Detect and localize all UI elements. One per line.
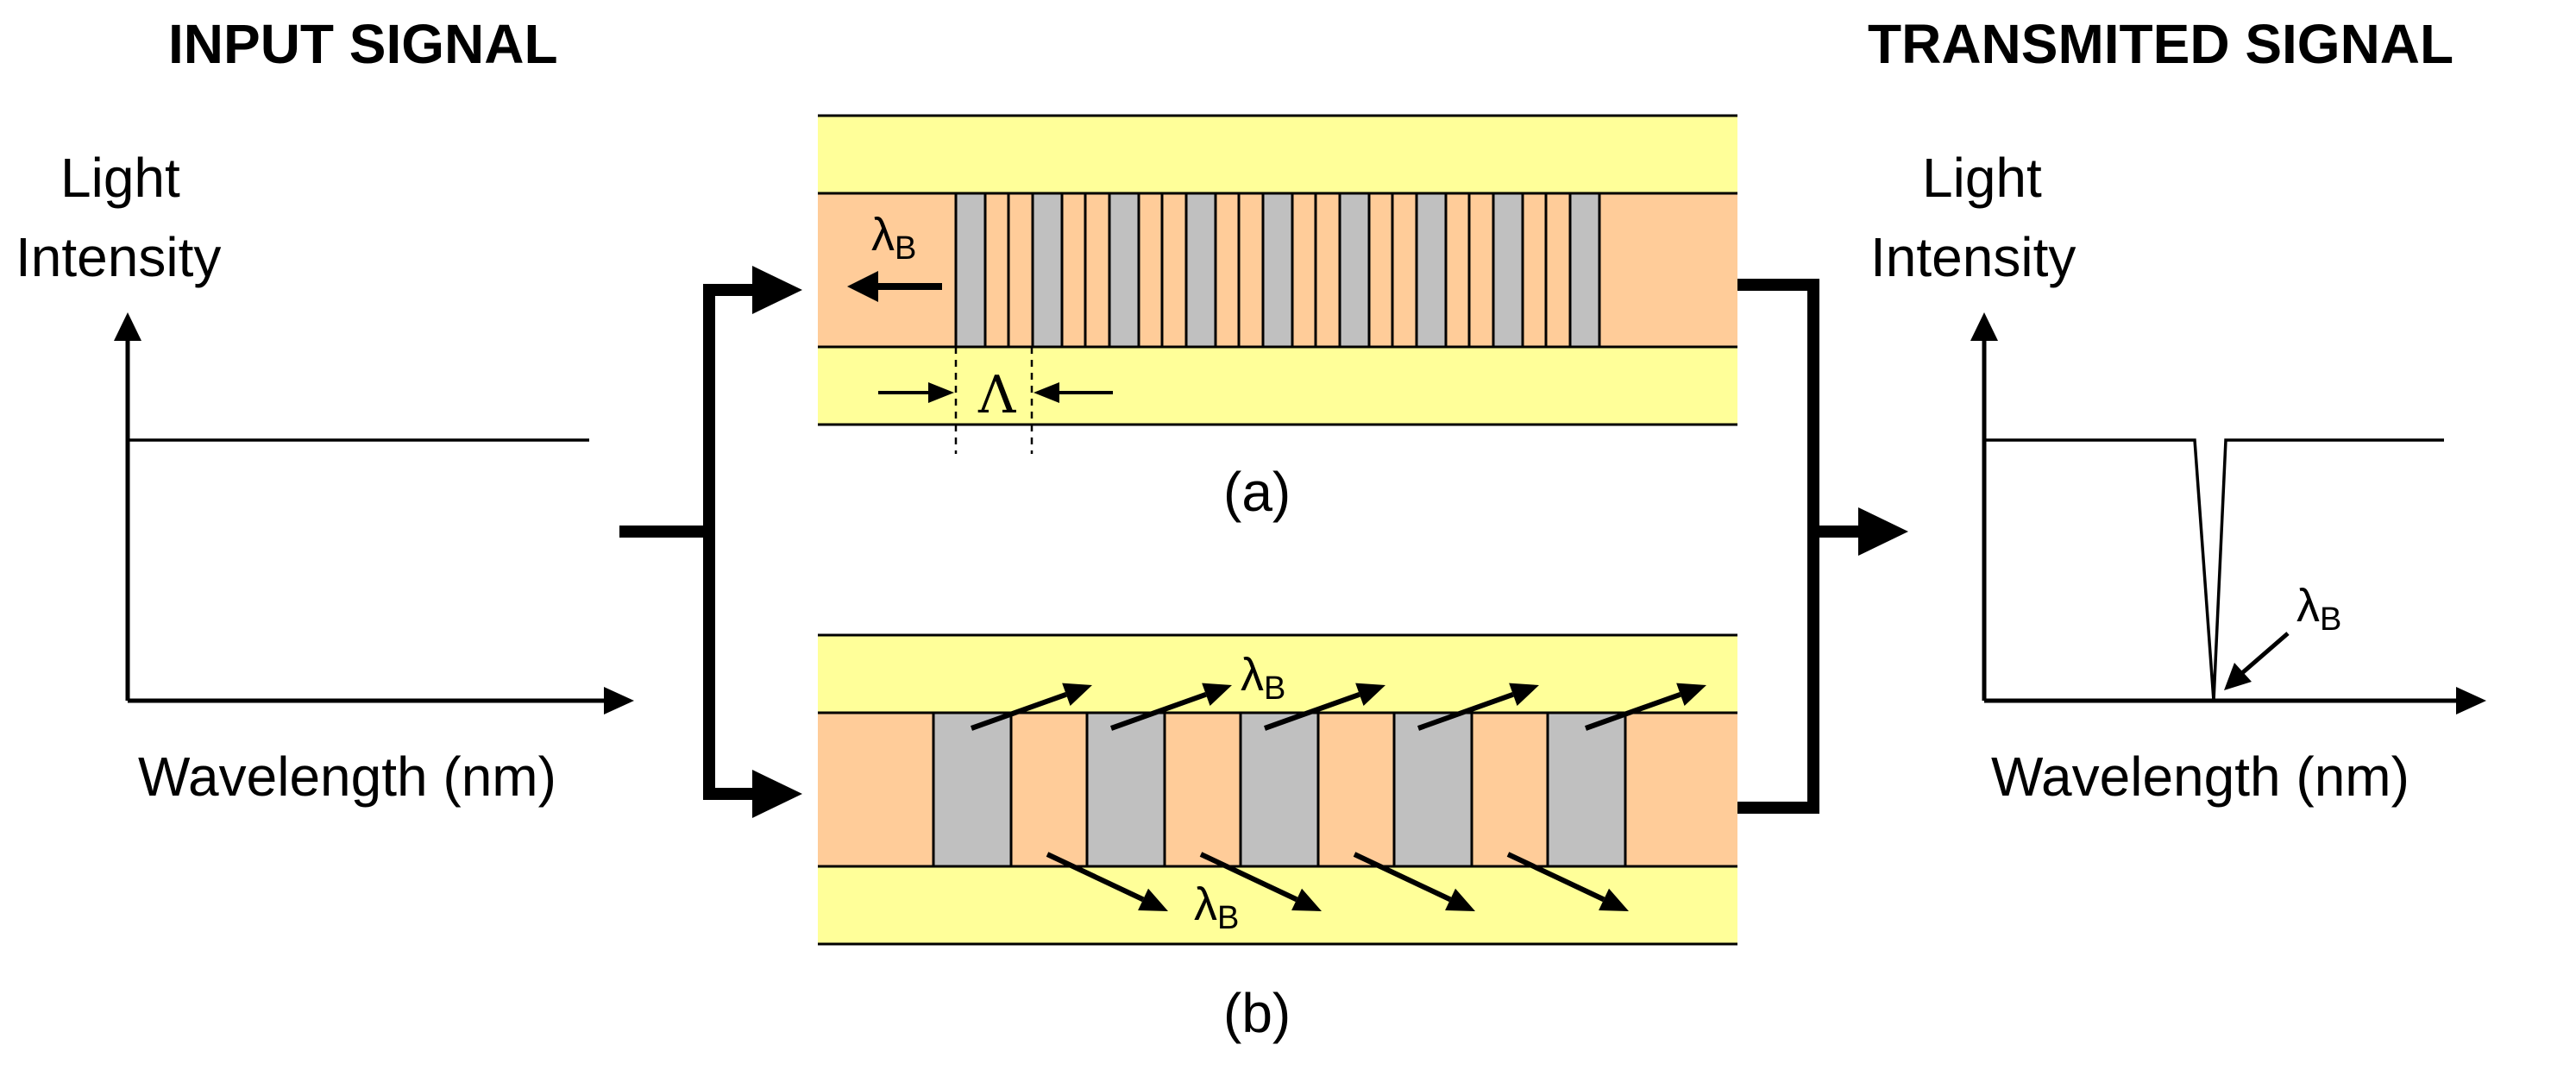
lower-scatter-arrow: [1046, 852, 1145, 903]
output-y-label-line1: Light: [1922, 147, 2042, 209]
upper-scatter-arrow: [1263, 691, 1360, 731]
grating-a-reflect-arrow-icon: [847, 271, 878, 302]
upper-scatter-arrow: [1584, 691, 1681, 731]
grating-a-fringe: [1415, 192, 1448, 349]
grating-a-fringe: [1108, 192, 1140, 349]
grating-a-fringes: [954, 192, 1601, 349]
split-arrow-bottom-icon: [752, 770, 802, 818]
output-y-label-line2: Intensity: [1870, 226, 2076, 288]
grating-b-fringe: [1085, 711, 1166, 868]
output-x-axis-arrow-icon: [2456, 687, 2486, 714]
grating-a: λB Λ (a): [818, 114, 1737, 523]
grating-b-fringe: [1239, 711, 1320, 868]
grating-a-fringe: [1568, 192, 1601, 349]
lower-scatter-arrow-icon: [1445, 888, 1475, 911]
period-symbol: Λ: [977, 365, 1016, 425]
upper-scatter-arrow-icon: [1676, 683, 1706, 706]
grating-a-fringe: [1031, 192, 1064, 349]
grating-b-fringes: [932, 711, 1627, 868]
grating-b-lower-label: λB: [1194, 878, 1239, 936]
grating-b-upper-label: λB: [1241, 649, 1285, 707]
lower-scatter-arrow: [1353, 852, 1452, 903]
output-x-label: Wavelength (nm): [1991, 746, 2410, 808]
signal-splitter: [619, 266, 802, 818]
lower-scatter-arrow-icon: [1291, 888, 1322, 911]
output-title: TRANSMITED SIGNAL: [1868, 13, 2453, 75]
input-x-label: Wavelength (nm): [138, 746, 556, 808]
grating-a-fringe: [1261, 192, 1294, 349]
split-arrow-top-icon: [752, 266, 802, 314]
upper-scatter-arrow-icon: [1062, 683, 1092, 706]
input-panel: INPUT SIGNAL Light Intensity Wavelength …: [16, 13, 634, 808]
lower-scatter-arrow: [1199, 852, 1298, 903]
upper-scatter-arrow-icon: [1355, 683, 1385, 706]
upper-scatter-arrow-icon: [1202, 683, 1232, 706]
output-spectrum-dip: [1984, 438, 2444, 702]
period-arrow-left-icon: [928, 382, 954, 403]
dip-pointer-icon: [2224, 663, 2252, 690]
grating-b-upper-arrows: [970, 683, 1706, 731]
upper-scatter-arrow-icon: [1509, 683, 1539, 706]
grating-a-fringe: [1338, 192, 1371, 349]
grating-b-fringe: [932, 711, 1013, 868]
grating-b: λB λB (b): [818, 633, 1737, 1044]
input-y-axis-arrow-icon: [114, 312, 141, 341]
grating-a-fringe: [954, 192, 987, 349]
combine-arrow-icon: [1858, 507, 1908, 556]
upper-scatter-arrow: [970, 691, 1067, 731]
input-title: INPUT SIGNAL: [168, 13, 558, 75]
grating-a-reflect-label: λB: [871, 209, 916, 267]
grating-a-caption: (a): [1223, 461, 1291, 523]
lower-scatter-arrow-icon: [1138, 888, 1168, 911]
upper-scatter-arrow: [1109, 691, 1207, 731]
grating-b-lower-arrows: [1046, 852, 1629, 911]
upper-scatter-arrow: [1417, 691, 1514, 731]
lower-scatter-arrow: [1506, 852, 1605, 903]
lower-scatter-arrow-icon: [1599, 888, 1629, 911]
input-y-label-line2: Intensity: [16, 226, 221, 288]
period-arrow-right-icon: [1034, 382, 1059, 403]
input-x-axis-arrow-icon: [604, 687, 634, 714]
output-panel: TRANSMITED SIGNAL Light Intensity λB Wav…: [1868, 13, 2486, 808]
output-y-axis-arrow-icon: [1970, 312, 1998, 341]
grating-a-fringe: [1184, 192, 1217, 349]
grating-a-fringe: [1492, 192, 1524, 349]
grating-b-fringe: [1392, 711, 1473, 868]
output-dip-label: λB: [2296, 580, 2341, 638]
input-y-label-line1: Light: [60, 147, 180, 209]
grating-b-fringe: [1546, 711, 1627, 868]
signal-combiner: [1736, 279, 1908, 814]
grating-b-caption: (b): [1223, 982, 1291, 1044]
